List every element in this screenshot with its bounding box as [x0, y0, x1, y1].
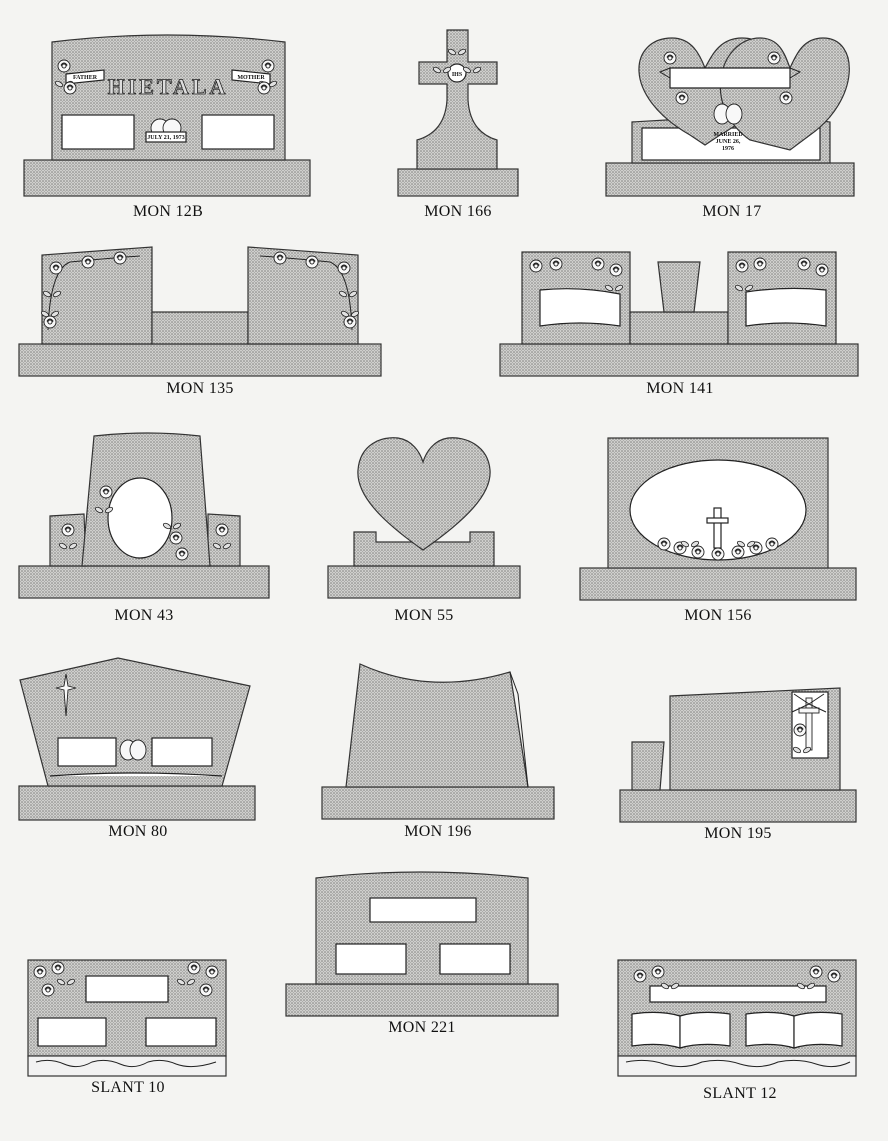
monument-mon-221[interactable]: MON 221: [285, 871, 559, 1036]
monument-label: MON 17: [702, 203, 761, 220]
ribbon-left-text: FATHER: [73, 75, 98, 81]
monument-mon-195[interactable]: MON 195: [619, 687, 857, 842]
monument-mon-80[interactable]: MON 80: [18, 657, 256, 840]
monument-label: MON 221: [388, 1019, 455, 1036]
monument-label: MON 156: [684, 607, 751, 624]
monument-label: MON 196: [404, 823, 471, 840]
monument-mon-156[interactable]: MON 156: [579, 437, 857, 624]
monument-mon-43[interactable]: MON 43: [18, 432, 270, 624]
monument-slant-12[interactable]: SLANT 12: [617, 959, 857, 1102]
open-book-icon: [631, 1011, 843, 1049]
inscription-line-3: 1976: [722, 146, 734, 152]
monument-mon-166[interactable]: IHS MON 166: [397, 29, 519, 220]
monument-mon-141[interactable]: MON 141: [499, 251, 859, 397]
inscription-line-1: MARRIED: [713, 132, 743, 138]
monument-label: MON 43: [114, 607, 173, 624]
monument-slant-10[interactable]: SLANT 10: [27, 959, 227, 1096]
ribbon-right-text: MOTHER: [237, 75, 265, 81]
monument-label: MON 141: [646, 380, 713, 397]
monument-mon-12b[interactable]: HIETALA JULY 21, 1973 FATHER MOTHER MON …: [23, 34, 311, 220]
monument-mon-135[interactable]: MON 135: [18, 246, 382, 397]
emblem-text: IHS: [452, 72, 463, 78]
monument-label: MON 195: [704, 825, 771, 842]
date-banner: JULY 21, 1973: [147, 135, 184, 141]
monument-mon-196[interactable]: MON 196: [321, 663, 555, 840]
monument-mon-17[interactable]: MARRIED JUNE 26, 1976 MON 17: [605, 37, 855, 220]
cross-with-rays-icon: [791, 691, 829, 759]
monument-label: SLANT 12: [703, 1085, 777, 1102]
monument-label: MON 166: [424, 203, 491, 220]
monument-label: MON 135: [166, 380, 233, 397]
monument-label: MON 55: [394, 607, 453, 624]
ihs-emblem-icon: IHS: [447, 63, 467, 83]
inscription-line-2: JUNE 26,: [716, 139, 741, 145]
engraving-family-name: HIETALA: [108, 74, 229, 99]
wedding-rings-icon: [713, 103, 743, 125]
monument-label: MON 80: [108, 823, 167, 840]
star-icon: [55, 673, 77, 717]
rose-vine-icon: [40, 251, 360, 331]
monument-label: MON 12B: [133, 203, 203, 220]
monument-mon-55[interactable]: MON 55: [327, 437, 521, 624]
wedding-rings-icon: [119, 739, 147, 761]
monument-label: SLANT 10: [91, 1079, 165, 1096]
